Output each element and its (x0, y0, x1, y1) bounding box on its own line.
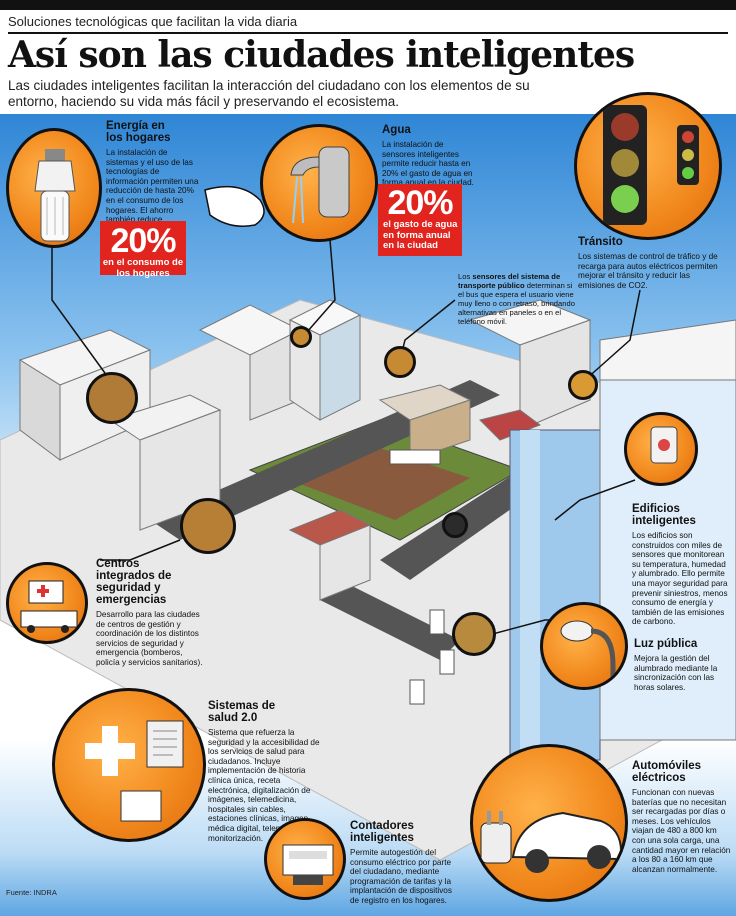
kicker: Soluciones tecnológicas que facilitan la… (8, 14, 298, 29)
ambulance-icon (20, 580, 78, 633)
faucet-icon (290, 146, 350, 224)
traffic-map-marker (568, 370, 598, 400)
meter-circle (264, 818, 346, 900)
light-bulb-icon (34, 149, 76, 242)
energy-stat-value: 20% (110, 222, 176, 260)
electric-car-body: Funcionan con nuevas baterías que no nec… (632, 788, 731, 874)
emergency-title-l2: integrados de (96, 570, 172, 582)
traffic-title: Tránsito (578, 236, 623, 248)
light-section: Luz pública Mejora la gestión del alumbr… (634, 638, 732, 692)
street-light-circle (540, 602, 628, 690)
buildings-title-l2: inteligentes (632, 515, 696, 527)
electric-plug-icon (480, 811, 623, 873)
buildings-title-l1: Edificios (632, 503, 680, 515)
emergency-map-marker (180, 498, 236, 554)
meter-title-l1: Contadores (350, 820, 414, 832)
electric-car-title-l1: Automóviles (632, 760, 702, 772)
medical-cross-icon (85, 720, 184, 822)
traffic-circle (574, 92, 722, 240)
top-bar (0, 0, 736, 10)
buildings-body: Los edificios son construidos con miles … (632, 531, 728, 627)
transport-lead: Los (458, 272, 471, 281)
energy-stat-label: en el consumo de los hogares (102, 257, 184, 279)
emergency-title-l4: emergencias (96, 594, 167, 606)
emergency-title-l1: Centros (96, 558, 140, 570)
energy-title-l1: Energía en (106, 120, 165, 132)
water-stat-value: 20% (387, 184, 453, 222)
traffic-light-icon (603, 105, 699, 225)
health-title-l1: Sistemas de (208, 700, 276, 712)
page-title: Así son las ciudades inteligentes (8, 34, 635, 76)
electric-meter-icon (282, 844, 334, 885)
header-rule (8, 32, 728, 34)
water-section: Agua La instalación de sensores intelige… (382, 124, 474, 188)
water-map-marker (290, 326, 312, 348)
source-credit: Fuente: INDRA (6, 888, 57, 897)
light-title: Luz pública (634, 638, 698, 650)
street-lamp-icon (560, 620, 616, 687)
building-sensor-circle (624, 412, 698, 486)
traffic-body: Los sistemas de control de tráfico y de … (578, 252, 718, 290)
transport-section: Los sensores del sistema de transporte p… (458, 272, 578, 326)
health-title-l2: salud 2.0 (208, 712, 258, 724)
intro-text: Las ciudades inteligentes facilitan la i… (8, 78, 530, 109)
meter-body: Permite autogestión del consumo eléctric… (350, 848, 452, 905)
electric-car-circle (470, 744, 628, 902)
emergency-circle (6, 562, 88, 644)
health-body: Sistema que refuerza la seguridad y la a… (208, 728, 320, 843)
emergency-title-l3: seguridad y (96, 582, 161, 594)
buildings-map-marker (442, 512, 468, 538)
energy-stat-box: 20% en el consumo de los hogares (100, 221, 186, 278)
energy-title-l2: los hogares (106, 132, 171, 144)
car-map-marker (452, 612, 496, 656)
water-body: La instalación de sensores inteligentes … (382, 140, 474, 188)
traffic-section: Tránsito Los sistemas de control de tráf… (578, 236, 728, 290)
transport-bold: sensores del sistema de transporte públi… (458, 272, 561, 290)
transport-map-marker (384, 346, 416, 378)
water-stat-box: 20% el gasto de agua en forma anual en l… (378, 184, 462, 256)
transport-body: determinan si el bus que espera el usuar… (458, 281, 575, 326)
emergency-body: Desarrollo para las ciudades de centros … (96, 610, 203, 667)
health-circle (52, 688, 206, 842)
electric-car-title-l2: eléctricos (632, 772, 686, 784)
energy-circle (6, 128, 102, 248)
water-circle (260, 124, 378, 242)
light-body: Mejora la gestión del alumbrado mediante… (634, 654, 718, 692)
sensor-icon (650, 426, 678, 464)
water-title: Agua (382, 124, 411, 136)
meter-title-l2: inteligentes (350, 832, 414, 844)
water-stat-label: el gasto de agua en forma anual en la ci… (383, 219, 458, 251)
energy-map-marker (86, 372, 138, 424)
